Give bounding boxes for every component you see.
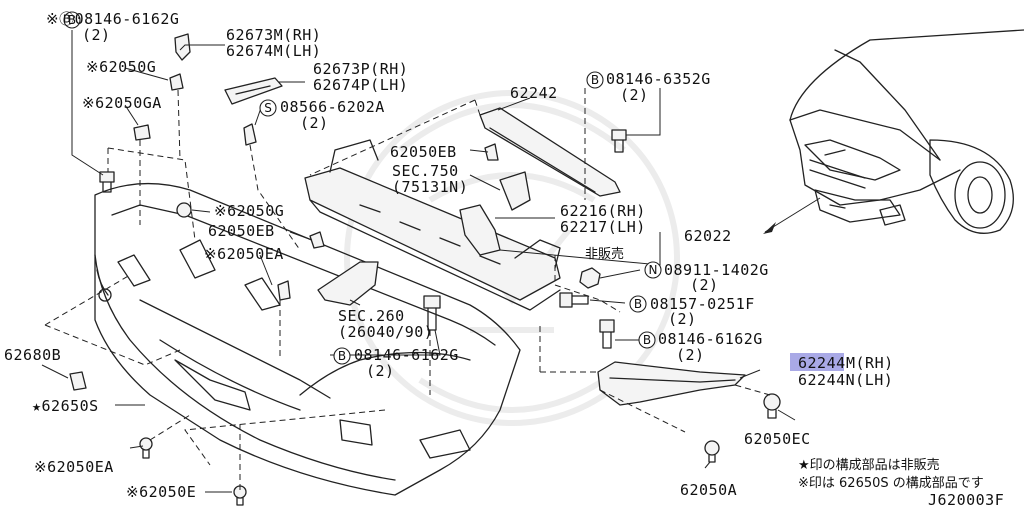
svg-text:62022: 62022 [684, 227, 732, 245]
sec260-bracket [317, 261, 379, 306]
car-inset-illustration [763, 29, 1024, 234]
svg-text:B: B [338, 349, 346, 363]
clip-icon [139, 437, 153, 459]
diagram-id: J620003F [928, 491, 1004, 509]
svg-text:(2): (2) [366, 362, 395, 380]
bolt-icon [599, 319, 615, 349]
svg-text:(26040/90): (26040/90) [338, 323, 433, 341]
nut-icon [579, 267, 601, 289]
svg-text:62674P(LH): 62674P(LH) [313, 76, 408, 94]
bolt-icon [423, 295, 441, 331]
svg-text:62050EB: 62050EB [208, 222, 275, 240]
clip-icon [277, 280, 291, 301]
svg-text:62680B: 62680B [4, 346, 61, 364]
svg-text:(75131N): (75131N) [392, 178, 468, 196]
svg-text:(2): (2) [620, 86, 649, 104]
svg-text:非販売: 非販売 [585, 246, 624, 262]
trim-strip [224, 77, 283, 105]
leader-lines [41, 30, 796, 493]
svg-text:(2): (2) [300, 114, 329, 132]
svg-text:SEC.260: SEC.260 [338, 307, 405, 325]
label-62244m-highlighted: 62244 [798, 354, 846, 372]
svg-text:※62050G: ※62050G [214, 202, 284, 220]
clip-icon [133, 124, 151, 141]
arrow-icon [763, 222, 776, 234]
bumper-fascia [94, 182, 521, 496]
clip-icon [763, 393, 781, 419]
svg-text:62673P(RH): 62673P(RH) [313, 60, 408, 78]
svg-text:08146-6162G: 08146-6162G [354, 346, 459, 364]
svg-text:SEC.750: SEC.750 [392, 162, 459, 180]
clip-icon [309, 231, 325, 249]
svg-text:(2): (2) [82, 26, 111, 44]
svg-text:62216(RH): 62216(RH) [560, 202, 646, 220]
svg-text:62673M(RH): 62673M(RH) [226, 26, 321, 44]
svg-text:08566-6202A: 08566-6202A [280, 98, 385, 116]
bracket-62680b-icon [69, 371, 87, 391]
clip-icon [243, 123, 257, 146]
svg-text:08146-6352G: 08146-6352G [606, 70, 711, 88]
svg-text:★印の構成部品は非販売: ★印の構成部品は非販売 [798, 457, 940, 473]
circle-n-icon [644, 261, 662, 279]
svg-text:N: N [649, 263, 658, 277]
label-08146-6162g-top: ※Ⓑ08146-6162G [46, 10, 179, 28]
svg-text:62050EB: 62050EB [390, 143, 457, 161]
svg-text:B: B [591, 73, 599, 87]
svg-text:※62050EA: ※62050EA [204, 245, 284, 263]
bumper-reinforcement [304, 139, 561, 311]
bumper-side-bracket [597, 361, 746, 406]
svg-text:62050EC: 62050EC [744, 430, 811, 448]
bolt-icon [99, 171, 115, 193]
part-labels: ※Ⓑ08146-6162G (2) 62673M(RH) 62674M(LH) … [4, 10, 1004, 509]
clip-icon [484, 143, 499, 161]
svg-text:M(RH): M(RH) [846, 354, 894, 372]
highlight-box [790, 353, 844, 371]
svg-text:※印は 62650S の構成部品です: ※印は 62650S の構成部品です [798, 476, 984, 491]
clip-icon [169, 73, 184, 91]
svg-text:62242: 62242 [510, 84, 558, 102]
svg-text:※62050EA: ※62050EA [34, 458, 114, 476]
svg-text:※62050GA: ※62050GA [82, 94, 162, 112]
svg-text:62050A: 62050A [680, 481, 737, 499]
svg-text:※62050E: ※62050E [126, 483, 196, 501]
svg-text:B: B [68, 13, 76, 27]
bolt-icon [559, 292, 589, 308]
svg-text:62244N(LH): 62244N(LH) [798, 371, 893, 389]
svg-text:S: S [264, 101, 272, 115]
svg-text:62217(LH): 62217(LH) [560, 218, 646, 236]
fasteners [69, 73, 781, 506]
bumper-stay-bracket [459, 171, 531, 256]
svg-text:(2): (2) [676, 346, 705, 364]
clip-icon [704, 440, 720, 463]
svg-text:★62650S: ★62650S [32, 397, 99, 415]
clip-icon [176, 202, 192, 218]
svg-text:08157-0251F: 08157-0251F [650, 295, 755, 313]
circle-s-icon [259, 99, 277, 117]
assembly-guide-lines [44, 88, 771, 490]
svg-text:62674M(LH): 62674M(LH) [226, 42, 321, 60]
circle-symbols: B S B N B B B [63, 11, 662, 365]
svg-text:※62050G: ※62050G [86, 58, 156, 76]
svg-text:08911-1402G: 08911-1402G [664, 261, 769, 279]
svg-text:(2): (2) [690, 276, 719, 294]
svg-text:B: B [634, 297, 642, 311]
svg-text:08146-6162G: 08146-6162G [658, 330, 763, 348]
svg-text:B: B [643, 333, 651, 347]
svg-text:(2): (2) [668, 310, 697, 328]
